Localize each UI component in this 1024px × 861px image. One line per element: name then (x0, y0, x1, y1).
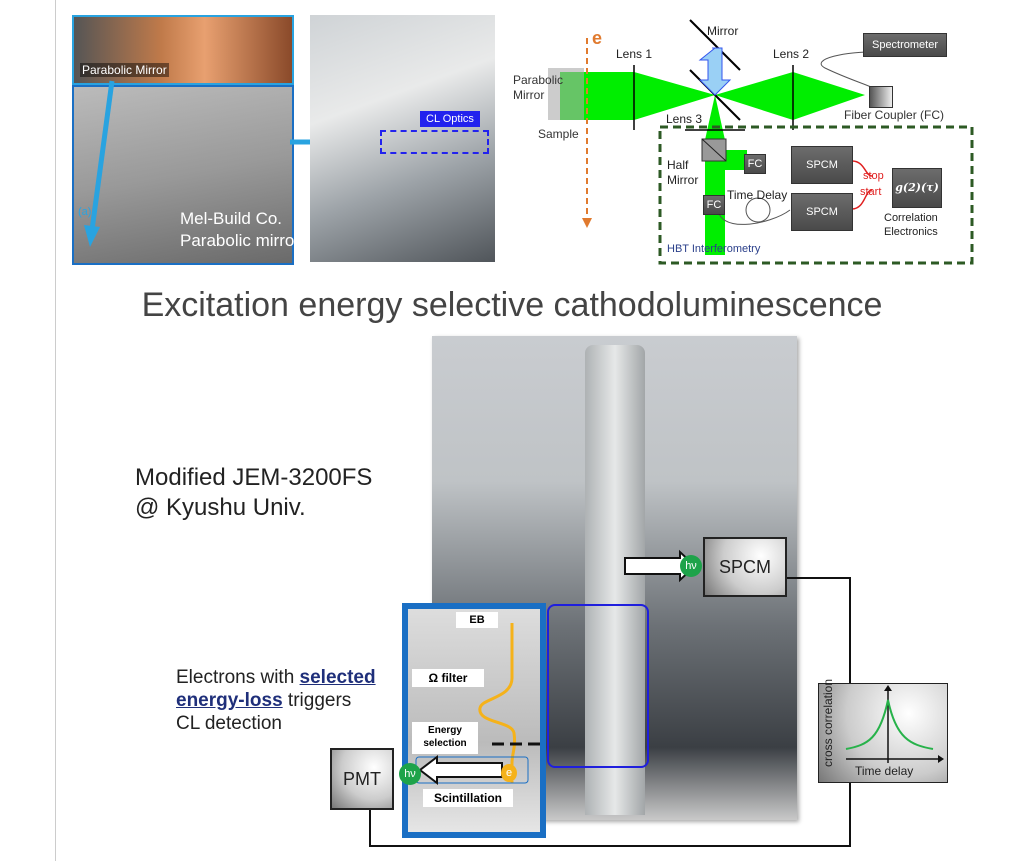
microscope-photo-small (310, 15, 495, 262)
microscope-column (585, 345, 645, 815)
pmt-box: PMT (330, 748, 394, 810)
pm-line1: Parabolic (513, 73, 564, 87)
parabolic-mirror-closeup-photo (72, 15, 294, 85)
e-badge: e (501, 764, 517, 782)
mirror-top (689, 19, 741, 71)
desc-energy-loss: energy-loss (176, 690, 283, 711)
desc-line2-suffix: triggers (282, 690, 352, 711)
lens2-label: Lens 2 (773, 47, 810, 61)
cl-optics-label: CL Optics (420, 111, 480, 127)
page-title: Excitation energy selective cathodolumin… (141, 286, 883, 324)
microscope-name-line2: @ Kyushu Univ. (135, 494, 306, 521)
ce-line2: Electronics (884, 226, 938, 238)
graph-xlabel: Time delay (855, 764, 914, 778)
cross-correlation-graph (818, 683, 948, 783)
correlation-plot (845, 685, 944, 763)
parabolic-mirror-label: Parabolic Mirror (80, 63, 169, 77)
microscope-name-line1: Modified JEM-3200FS (135, 464, 373, 491)
fiber-coupler-label: Fiber Coupler (FC) (844, 108, 945, 122)
scintillation-label: Scintillation (423, 789, 513, 807)
maker-line1: Mel-Build Co. (180, 209, 283, 228)
pm-line2: Mirror (513, 88, 545, 102)
hbt-label: HBT Interferometry (667, 243, 761, 255)
hm-line1: Half (667, 158, 689, 172)
cl-optics-dashed-box (380, 130, 489, 154)
desc-line3: CL detection (176, 713, 282, 734)
beam-left (560, 72, 715, 120)
beam-right (715, 72, 865, 120)
hbt-box (658, 125, 974, 265)
optical-setup-diagram (548, 19, 974, 265)
highlight-box (547, 604, 649, 768)
panel-tag: (a) (78, 206, 92, 218)
correlation-curve (845, 699, 934, 750)
spectrometer-box: Spectrometer (863, 33, 947, 57)
mirror-label: Mirror (707, 24, 739, 38)
ce-line1: Correlation (884, 212, 938, 224)
eb-label: EB (456, 612, 498, 628)
spcm-detector-box: SPCM (703, 537, 787, 597)
energy-selection-label: Energy selection (412, 722, 478, 754)
spcm-box-2: SPCM (791, 193, 853, 231)
es-line2: selection (423, 738, 467, 749)
g2-box: g(2)(τ) (892, 168, 942, 208)
hv-badge-inset: hν (399, 763, 421, 785)
mirror-holder-photo (72, 85, 294, 265)
maker-line2: Parabolic mirror (180, 231, 300, 250)
lens3-label: Lens 3 (666, 112, 703, 126)
stop-label: stop (863, 170, 884, 182)
hm-line2: Mirror (667, 173, 699, 187)
start-label: start (860, 186, 882, 198)
left-margin-line (55, 0, 56, 861)
fiber-coupler-shape (869, 86, 893, 108)
hv-badge-main: hν (680, 555, 702, 577)
es-line1: Energy (428, 725, 462, 736)
omega-filter-label: Ω filter (412, 669, 484, 687)
description-text: Electrons with selected energy-loss trig… (176, 666, 376, 735)
microscope-name: Modified JEM-3200FS @ Kyushu Univ. (135, 463, 372, 523)
lens1-label: Lens 1 (616, 47, 653, 61)
parabolic-mirror-shape (548, 68, 584, 120)
desc-line1-prefix: Electrons with (176, 667, 300, 688)
graph-ylabel: cross correlation (821, 678, 835, 768)
electron-label: e (592, 28, 603, 48)
fc-box-2: FC (703, 195, 725, 215)
fc-box-1: FC (744, 154, 766, 174)
time-delay-label: Time Delay (727, 188, 788, 202)
desc-selected: selected (299, 667, 376, 688)
spcm-box-1: SPCM (791, 146, 853, 184)
maker-label: Mel-Build Co. Parabolic mirror (180, 208, 300, 252)
sample-label: Sample (538, 127, 579, 141)
